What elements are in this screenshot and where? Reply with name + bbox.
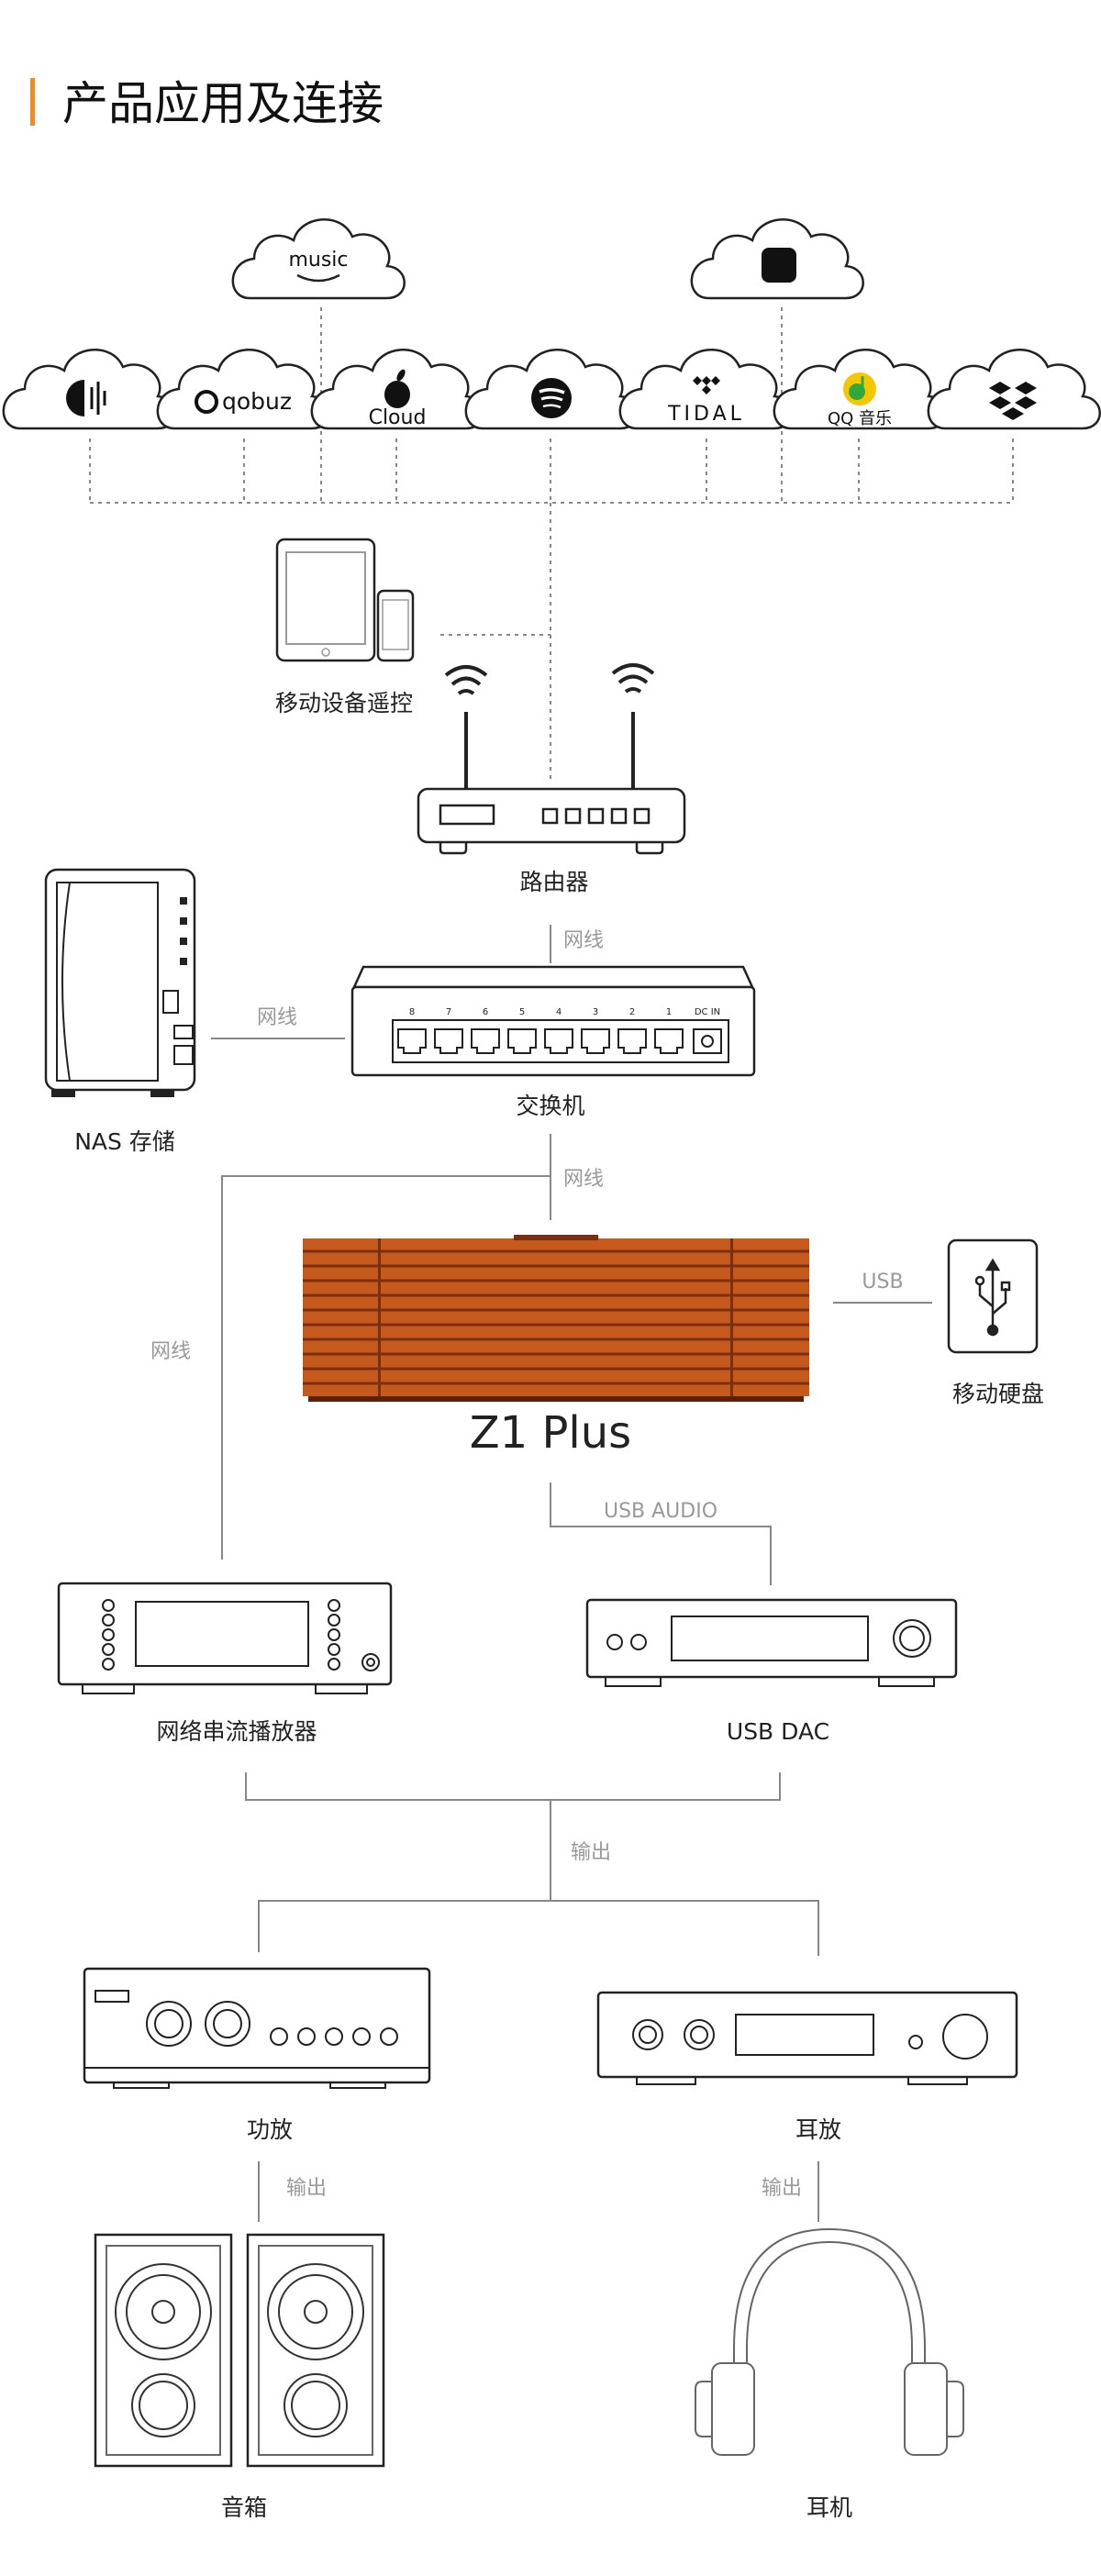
amazon-music-cloud: music <box>231 217 406 300</box>
mobile-devices-icon <box>275 538 415 662</box>
output-label-main: 输出 <box>571 1841 611 1864</box>
router-label: 路由器 <box>519 869 588 895</box>
port-7-label: 7 <box>446 1007 451 1017</box>
amplifier-label: 功放 <box>247 2116 293 2143</box>
headphones-icon <box>695 2227 964 2456</box>
title-accent-bar <box>30 78 35 126</box>
port-8-label: 8 <box>409 1007 415 1017</box>
usb-audio-label: USB AUDIO <box>604 1500 717 1523</box>
headphone-amp-icon <box>596 1991 1018 2085</box>
network-streamer-icon <box>57 1582 393 1694</box>
cloud-network-lines <box>89 307 1014 780</box>
qq-music-cloud: QQ 音乐 <box>773 348 947 430</box>
tidal-label: TIDAL <box>667 403 745 426</box>
nas-label: NAS 存储 <box>74 1128 175 1155</box>
port-5-label: 5 <box>519 1007 525 1017</box>
product-name: Z1 Plus <box>470 1407 631 1459</box>
z1-plus-product-image <box>303 1235 809 1402</box>
switch-ports <box>397 1028 722 1054</box>
headphones-label: 耳机 <box>806 2494 852 2521</box>
lan-label-nas: 网线 <box>257 1006 297 1029</box>
output-label-headphones: 输出 <box>762 2177 802 2200</box>
amplifier-icon <box>83 1967 431 2089</box>
audible-icon <box>66 378 106 418</box>
wifi-icon <box>444 663 655 695</box>
icloud-label: Cloud <box>369 406 427 429</box>
svg-text:♫: ♫ <box>769 253 789 279</box>
qq-music-label: QQ 音乐 <box>828 409 892 428</box>
qobuz-icon <box>195 390 218 414</box>
output-label-speakers: 输出 <box>286 2177 327 2200</box>
apple-music-icon <box>762 248 796 283</box>
port-2-label: 2 <box>629 1007 635 1017</box>
icloud-cloud: Cloud <box>310 348 484 430</box>
dropbox-icon <box>989 382 1037 420</box>
usb-dac-icon <box>585 1598 958 1687</box>
usb-symbol-icon <box>974 1258 1011 1337</box>
audible-cloud <box>2 348 176 430</box>
port-4-label: 4 <box>556 1007 562 1017</box>
port-1-label: 1 <box>666 1007 672 1017</box>
tidal-cloud: TIDAL <box>618 348 793 430</box>
amazon-smile-icon <box>296 273 340 283</box>
switch-label: 交换机 <box>516 1093 584 1119</box>
port-dc-label: DC IN <box>695 1007 720 1017</box>
streamer-label: 网络串流播放器 <box>156 1718 317 1745</box>
page-title: 产品应用及连接 <box>62 77 384 130</box>
apple-logo-icon <box>384 369 410 408</box>
router-icon <box>417 663 686 855</box>
speakers-icon <box>94 2233 385 2468</box>
usb-dac-label: USB DAC <box>727 1718 829 1745</box>
speakers-label: 音箱 <box>221 2494 267 2521</box>
lan-label-switch-z1: 网线 <box>563 1168 604 1191</box>
qobuz-cloud: qobuz <box>156 348 330 430</box>
lan-label-router-switch: 网线 <box>563 929 604 952</box>
tidal-icon <box>693 376 720 394</box>
mobile-label: 移动设备遥控 <box>275 690 413 716</box>
headphone-amp-label: 耳放 <box>795 2116 841 2143</box>
dropbox-cloud <box>927 348 1101 430</box>
nas-icon <box>44 868 196 1097</box>
usb-drive-label: 移动硬盘 <box>952 1381 1044 1407</box>
qq-music-icon <box>843 372 876 405</box>
spotify-icon <box>531 378 572 418</box>
spotify-cloud <box>464 348 639 430</box>
qobuz-label: qobuz <box>222 388 292 415</box>
usb-drive-icon <box>947 1238 1039 1354</box>
lan-label-streamer: 网线 <box>150 1340 191 1363</box>
switch-icon: 8 7 6 5 4 3 2 1 DC IN <box>350 965 756 1077</box>
usb-label: USB <box>862 1271 903 1294</box>
apple-music-cloud: ♫ <box>690 217 864 300</box>
port-6-label: 6 <box>483 1007 488 1017</box>
amazon-music-label: music <box>288 249 348 272</box>
port-3-label: 3 <box>593 1007 598 1017</box>
